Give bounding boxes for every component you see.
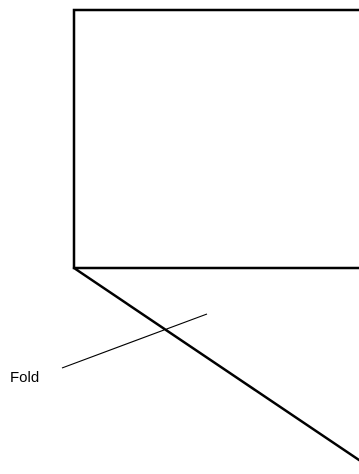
fold-line	[72, 266, 359, 462]
fold-label: Fold	[10, 369, 39, 386]
fold-leader-line	[61, 313, 208, 369]
paper-rectangle-outline	[72, 8, 359, 270]
